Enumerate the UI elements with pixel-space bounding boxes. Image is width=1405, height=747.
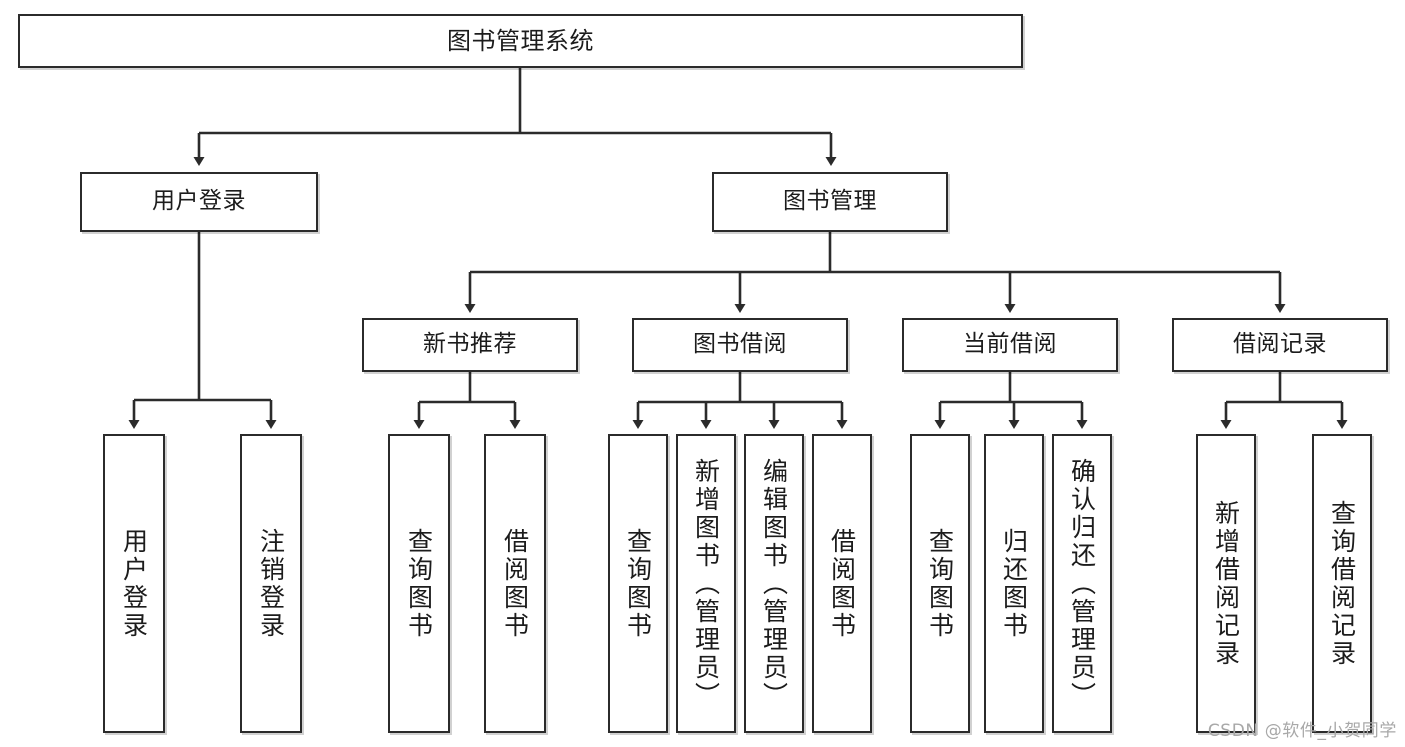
node-leaf-logout-label: 注销登录 [256,527,286,640]
node-leaf-borrow-book-label: 借阅图书 [827,527,857,640]
node-leaf-user-login[interactable]: 用户登录 [103,434,165,733]
node-book-manage[interactable]: 图书管理 [712,172,948,232]
node-new-book-rec[interactable]: 新书推荐 [362,318,578,372]
node-leaf-borrow-book[interactable]: 借阅图书 [812,434,872,733]
node-leaf-add-record[interactable]: 新增借阅记录 [1196,434,1256,733]
node-leaf-return-book[interactable]: 归还图书 [984,434,1044,733]
node-leaf-add-book-label: 新增图书（管理员） [691,457,721,710]
node-leaf-query-book-rec[interactable]: 查询图书 [388,434,450,733]
node-leaf-user-login-label: 用户登录 [119,527,149,640]
node-leaf-borrow-book-rec[interactable]: 借阅图书 [484,434,546,733]
node-book-borrow[interactable]: 图书借阅 [632,318,848,372]
node-leaf-logout[interactable]: 注销登录 [240,434,302,733]
node-root-label: 图书管理系统 [447,26,594,55]
node-leaf-query-record[interactable]: 查询借阅记录 [1312,434,1372,733]
node-leaf-query-book-borrow-label: 查询图书 [623,527,653,640]
node-leaf-query-book-cur[interactable]: 查询图书 [910,434,970,733]
node-leaf-query-record-label: 查询借阅记录 [1327,499,1357,668]
node-borrow-record-label: 借阅记录 [1233,331,1327,358]
node-user-login[interactable]: 用户登录 [80,172,318,232]
node-leaf-confirm-return[interactable]: 确认归还（管理员） [1052,434,1112,733]
node-book-manage-label: 图书管理 [783,188,877,215]
node-borrow-record[interactable]: 借阅记录 [1172,318,1388,372]
watermark: CSDN @软件_小贺同学 [1207,721,1397,741]
node-root[interactable]: 图书管理系统 [18,14,1023,68]
node-leaf-add-record-label: 新增借阅记录 [1211,499,1241,668]
node-book-borrow-label: 图书借阅 [693,331,787,358]
node-leaf-return-book-label: 归还图书 [999,527,1029,640]
node-leaf-edit-book[interactable]: 编辑图书（管理员） [744,434,804,733]
node-user-login-label: 用户登录 [152,188,246,215]
node-leaf-add-book[interactable]: 新增图书（管理员） [676,434,736,733]
node-new-book-rec-label: 新书推荐 [423,331,517,358]
node-leaf-borrow-book-rec-label: 借阅图书 [500,527,530,640]
node-current-borrow-label: 当前借阅 [963,331,1057,358]
node-leaf-query-book-borrow[interactable]: 查询图书 [608,434,668,733]
node-leaf-edit-book-label: 编辑图书（管理员） [759,457,789,710]
node-leaf-query-book-cur-label: 查询图书 [925,527,955,640]
node-leaf-query-book-rec-label: 查询图书 [404,527,434,640]
node-current-borrow[interactable]: 当前借阅 [902,318,1118,372]
node-leaf-confirm-return-label: 确认归还（管理员） [1067,457,1097,710]
